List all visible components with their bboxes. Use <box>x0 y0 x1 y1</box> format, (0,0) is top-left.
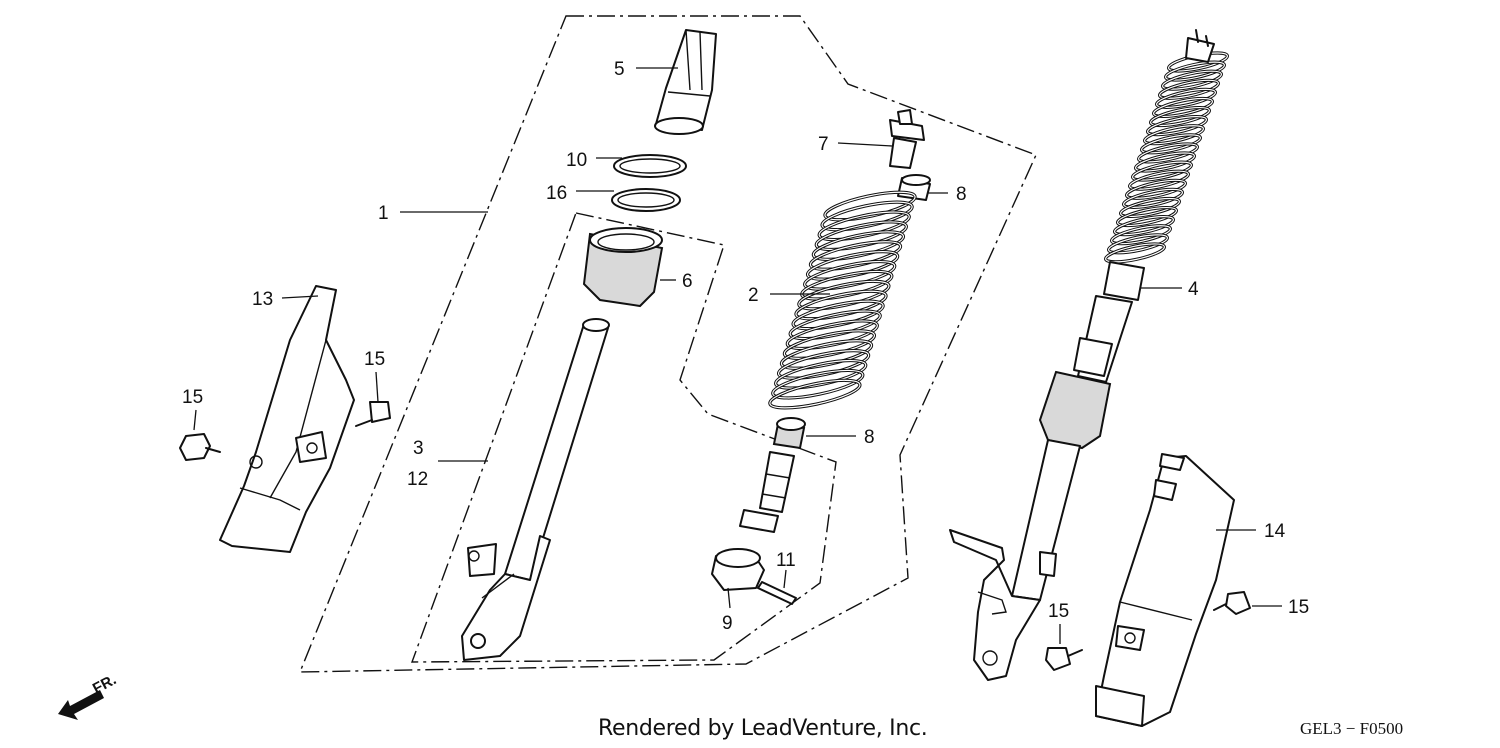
callout-1: 1 <box>378 203 389 224</box>
credit-text: Rendered by LeadVenture, Inc. <box>598 716 928 741</box>
callout-13: 13 <box>252 289 273 310</box>
damper-rod-lower[interactable] <box>739 451 795 533</box>
callout-12: 12 <box>407 469 428 490</box>
part-8-lower-piece[interactable] <box>772 417 806 450</box>
part-10-ring[interactable] <box>613 154 687 178</box>
diagram-code: GEL3 − F0500 <box>1300 719 1404 738</box>
callout-9: 9 <box>722 613 733 634</box>
assembly-outline-3 <box>410 212 837 663</box>
part-2-fork-spring[interactable] <box>768 187 917 414</box>
callout-15-b: 15 <box>364 349 385 370</box>
callout-15-d: 15 <box>1288 597 1309 618</box>
part-11-pin[interactable] <box>757 581 797 605</box>
part-9-nut[interactable] <box>711 548 765 591</box>
part-4-fork-assembly[interactable] <box>949 29 1229 681</box>
callout-5: 5 <box>614 59 625 80</box>
callout-15-a: 15 <box>182 387 203 408</box>
callout-8-lower: 8 <box>864 427 875 448</box>
part-15-bolt-b[interactable] <box>355 401 391 427</box>
callout-2: 2 <box>748 285 759 306</box>
callout-7: 7 <box>818 134 829 155</box>
callout-15-c: 15 <box>1048 601 1069 622</box>
callout-4: 4 <box>1188 279 1199 300</box>
part-16-circlip[interactable] <box>611 188 681 212</box>
callout-10: 10 <box>566 150 587 171</box>
assembly-outline-1 <box>298 15 1037 673</box>
part-13-left-cover[interactable] <box>219 285 355 553</box>
part-3-bottom-case[interactable] <box>461 318 610 661</box>
arrow-front-icon: FR. <box>58 671 119 720</box>
callout-labels: 1 5 10 16 6 3 12 7 8 2 8 9 11 4 14 13 15… <box>182 59 1309 634</box>
part-7-rod-head[interactable] <box>889 109 925 169</box>
part-15-bolt-d[interactable] <box>1213 591 1251 615</box>
callout-11: 11 <box>776 550 796 571</box>
callout-16: 16 <box>546 183 567 204</box>
part-5-fork-cap[interactable] <box>654 29 717 135</box>
part-6-seal[interactable] <box>582 227 664 308</box>
callout-3: 3 <box>413 438 424 459</box>
leader-lines <box>193 67 1282 644</box>
callout-8-upper: 8 <box>956 184 967 205</box>
callout-14: 14 <box>1264 521 1286 542</box>
callout-6: 6 <box>682 271 693 292</box>
part-8-upper-piece[interactable] <box>897 174 931 201</box>
part-15-bolt-c[interactable] <box>1045 647 1083 671</box>
part-14-right-cover[interactable] <box>1095 453 1235 727</box>
part-15-bolt-a[interactable] <box>179 433 221 461</box>
